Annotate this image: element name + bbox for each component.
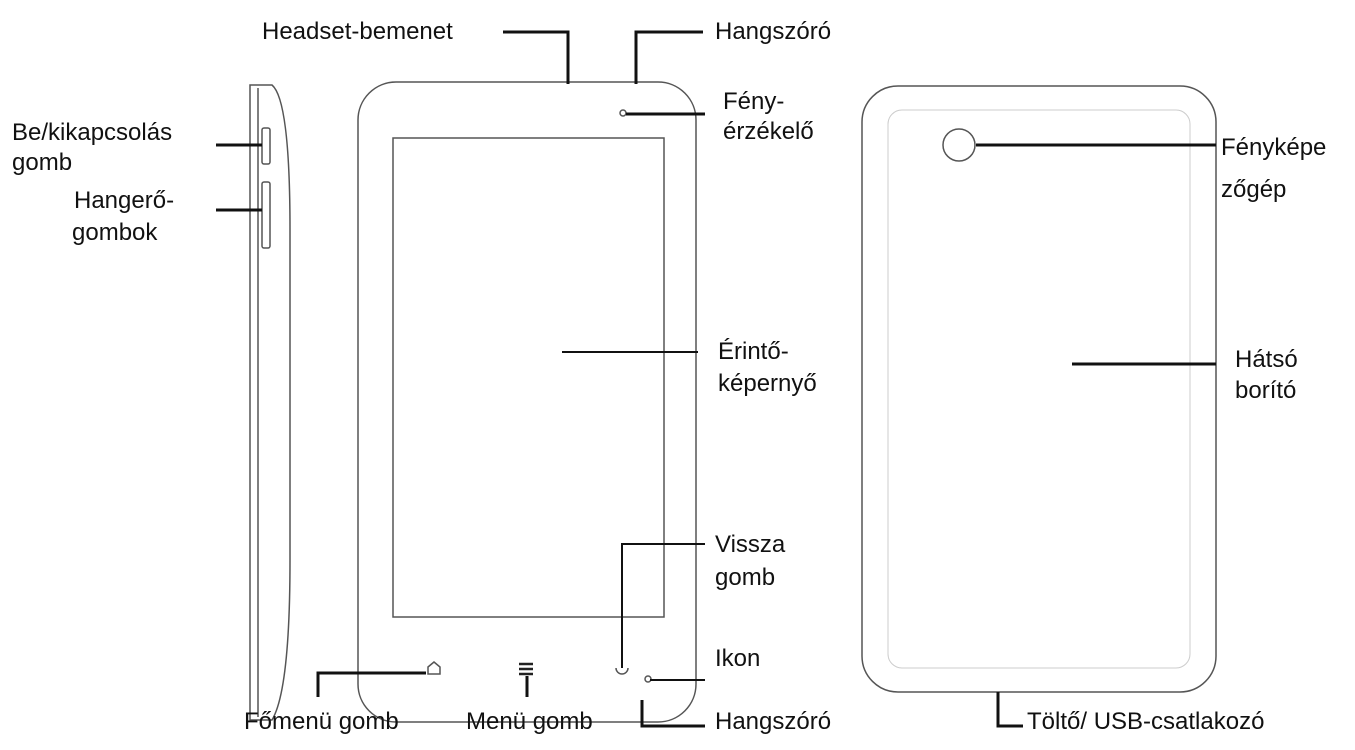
label-menu-button: Menü gomb	[466, 708, 593, 735]
tablet-side-view	[249, 84, 291, 721]
label-home-button: Főmenü gomb	[244, 708, 399, 735]
label-back-cover-line1: Hátsó	[1235, 346, 1298, 373]
menu-icon	[519, 662, 533, 676]
volume-buttons-shape	[261, 181, 271, 249]
tablet-front-view	[357, 81, 697, 723]
camera-lens	[942, 128, 976, 162]
power-button-shape	[261, 127, 271, 165]
label-light-sensor-line2: érzékelő	[723, 118, 814, 145]
label-power-button-line1: Be/kikapcsolás	[12, 119, 173, 146]
label-power-button-line2: gomb	[12, 149, 73, 176]
label-volume-buttons-line1: Hangerő-	[74, 187, 175, 214]
tablet-back-view	[861, 85, 1217, 693]
light-sensor-dot	[619, 109, 627, 117]
label-camera-line1: Fényképe	[1221, 134, 1327, 161]
label-camera-line2: zőgép	[1221, 176, 1287, 203]
label-touchscreen-line1: Érintő-	[718, 338, 789, 365]
label-charger-usb: Töltő/ USB-csatlakozó	[1027, 708, 1265, 735]
label-headset-jack: Headset-bemenet	[262, 18, 453, 45]
back-icon	[615, 667, 629, 675]
label-back-button-line1: Vissza	[715, 531, 786, 558]
label-back-button-line2: gomb	[715, 564, 776, 591]
label-speaker-bottom: Hangszóró	[715, 708, 832, 735]
home-icon	[427, 661, 441, 675]
touchscreen-area	[392, 137, 665, 618]
label-touchscreen-line2: képernyő	[718, 370, 817, 397]
label-light-sensor-line1: Fény-	[723, 88, 785, 115]
leader-lines	[216, 30, 1216, 728]
label-back-cover-line2: borító	[1235, 377, 1297, 404]
label-indicator-icon: Ikon	[715, 645, 761, 672]
label-volume-buttons-line2: gombok	[72, 219, 158, 246]
label-speaker-top: Hangszóró	[715, 18, 832, 45]
